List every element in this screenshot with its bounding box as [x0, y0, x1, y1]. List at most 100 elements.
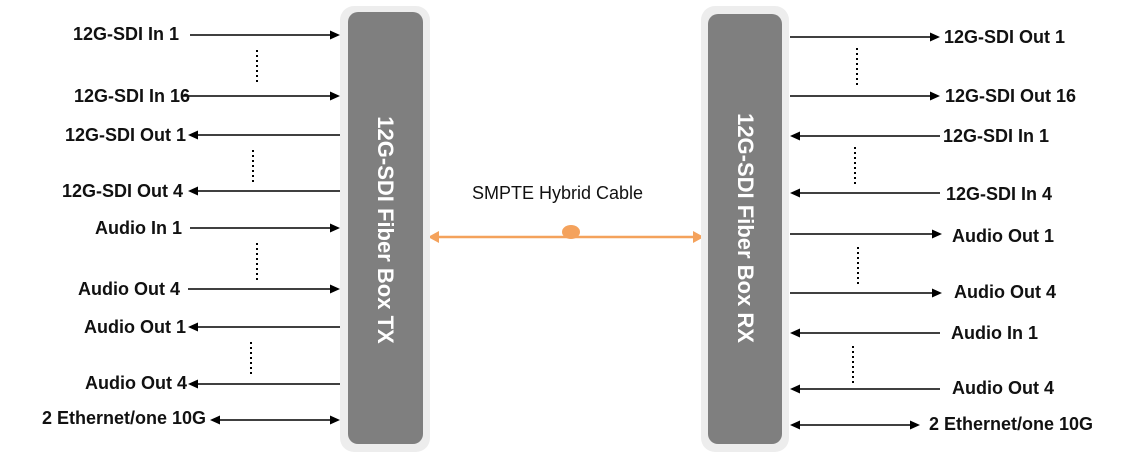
- ellipsis-dots: [250, 362, 252, 364]
- cable-connector-dot: [562, 225, 580, 239]
- ellipsis-dots: [856, 63, 858, 65]
- ellipsis-dots: [856, 73, 858, 75]
- rx-signal-label: 12G-SDI In 4: [946, 184, 1053, 204]
- tx-signal-label: 12G-SDI Out 4: [61, 181, 183, 201]
- rx-box: [708, 14, 782, 444]
- ellipsis-dots: [856, 68, 858, 70]
- ellipsis-dots: [854, 172, 856, 174]
- ellipsis-dots: [852, 351, 854, 353]
- ellipsis-dots: [854, 167, 856, 169]
- tx-signal-label: 12G-SDI Out 1: [64, 125, 186, 145]
- ellipsis-dots: [256, 258, 258, 260]
- rx-arrow-head: [930, 32, 940, 42]
- ellipsis-dots: [252, 160, 254, 162]
- tx-arrow-head: [188, 130, 198, 140]
- rx-signal-label: 12G-SDI Out 1: [944, 27, 1066, 47]
- ellipsis-dots: [857, 252, 859, 254]
- rx-arrow-head: [932, 229, 942, 239]
- ellipsis-dots: [856, 48, 858, 50]
- ellipsis-dots: [852, 346, 854, 348]
- ellipsis-dots: [854, 177, 856, 179]
- rx-signal-label: Audio Out 1: [952, 226, 1054, 246]
- rx-arrow-head: [930, 91, 940, 101]
- rx-arrow-head: [932, 288, 942, 298]
- rx-arrow-head: [790, 188, 800, 198]
- rx-arrow-head: [790, 384, 800, 394]
- ellipsis-dots: [250, 347, 252, 349]
- ellipsis-dots: [256, 263, 258, 265]
- rx-signal-label: 2 Ethernet/one 10G: [929, 414, 1094, 434]
- tx-arrow-head: [330, 91, 340, 101]
- ellipsis-dots: [854, 157, 856, 159]
- ellipsis-dots: [256, 55, 258, 57]
- tx-signal-label: Audio Out 4: [78, 279, 180, 299]
- tx-signal-label: 2 Ethernet/one 10G: [41, 408, 206, 428]
- tx-arrow-head: [188, 322, 198, 332]
- ellipsis-dots: [256, 65, 258, 67]
- rx-signal-label: 12G-SDI Out 16: [945, 86, 1077, 106]
- ellipsis-dots: [252, 155, 254, 157]
- rx-signal-label: Audio Out 4: [954, 282, 1056, 302]
- ellipsis-dots: [252, 175, 254, 177]
- ellipsis-dots: [256, 253, 258, 255]
- ellipsis-dots: [852, 361, 854, 363]
- tx-arrow-head: [210, 415, 220, 425]
- ellipsis-dots: [256, 80, 258, 82]
- cable-label: SMPTE Hybrid Cable: [472, 183, 644, 203]
- tx-arrow-head: [330, 223, 340, 233]
- ellipsis-dots: [256, 243, 258, 245]
- ellipsis-dots: [857, 277, 859, 279]
- ellipsis-dots: [854, 147, 856, 149]
- ellipsis-dots: [857, 247, 859, 249]
- ellipsis-dots: [856, 53, 858, 55]
- tx-signal-label: 12G-SDI In 16: [73, 86, 190, 106]
- ellipsis-dots: [252, 150, 254, 152]
- rx-signal-label: Audio Out 4: [952, 378, 1054, 398]
- tx-signal-label: Audio Out 4: [85, 373, 187, 393]
- ellipsis-dots: [856, 78, 858, 80]
- ellipsis-dots: [857, 262, 859, 264]
- ellipsis-dots: [857, 272, 859, 274]
- tx-box-title: 12G-SDI Fiber Box TX: [373, 116, 398, 344]
- ellipsis-dots: [256, 70, 258, 72]
- tx-signal-label: Audio In 1: [95, 218, 182, 238]
- ellipsis-dots: [256, 60, 258, 62]
- ellipsis-dots: [856, 83, 858, 85]
- ellipsis-dots: [250, 357, 252, 359]
- tx-arrow-head: [330, 415, 340, 425]
- ellipsis-dots: [854, 162, 856, 164]
- ellipsis-dots: [852, 366, 854, 368]
- ellipsis-dots: [256, 268, 258, 270]
- tx-signal-label: 12G-SDI In 1: [72, 24, 179, 44]
- ellipsis-dots: [250, 342, 252, 344]
- ellipsis-dots: [856, 58, 858, 60]
- ellipsis-dots: [252, 170, 254, 172]
- tx-arrow-head: [330, 30, 340, 40]
- ellipsis-dots: [854, 182, 856, 184]
- tx-arrow-head: [330, 284, 340, 294]
- tx-signal-label: Audio Out 1: [84, 317, 186, 337]
- tx-arrow-head: [188, 379, 198, 389]
- ellipsis-dots: [252, 165, 254, 167]
- ellipsis-dots: [256, 50, 258, 52]
- ellipsis-dots: [250, 352, 252, 354]
- ellipsis-dots: [857, 267, 859, 269]
- ellipsis-dots: [857, 257, 859, 259]
- ellipsis-dots: [854, 152, 856, 154]
- rx-arrow-head: [910, 420, 920, 430]
- ellipsis-dots: [250, 372, 252, 374]
- ellipsis-dots: [250, 367, 252, 369]
- ellipsis-dots: [852, 371, 854, 373]
- ellipsis-dots: [256, 273, 258, 275]
- ellipsis-dots: [852, 356, 854, 358]
- rx-signal-label: 12G-SDI In 1: [943, 126, 1050, 146]
- ellipsis-dots: [252, 180, 254, 182]
- rx-arrow-head: [790, 131, 800, 141]
- ellipsis-dots: [852, 381, 854, 383]
- cable-arrow-head: [693, 231, 704, 243]
- ellipsis-dots: [256, 278, 258, 280]
- rx-box-title: 12G-SDI Fiber Box RX: [733, 113, 758, 343]
- tx-box: [348, 12, 423, 444]
